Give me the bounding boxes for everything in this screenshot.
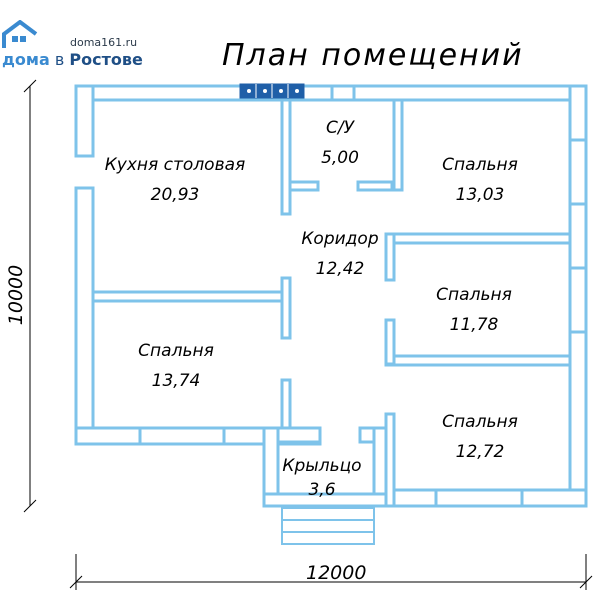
logo-site-url: doma161.ru [70, 36, 138, 49]
partition-bedroom-1-2 [384, 232, 572, 245]
corridor-wall-left-middle [280, 276, 292, 340]
room-kitchen-dining: Кухня столовая 20,93 [100, 155, 250, 205]
corridor-wall-right-upper [384, 232, 396, 282]
dimension-lines [23, 79, 593, 590]
step [281, 507, 375, 521]
room-name: Спальня [138, 341, 214, 361]
bath-wall-stub-right [356, 180, 394, 192]
logo-brand-word-3: Ростове [69, 50, 143, 69]
room-bedroom-1: Спальня 13,03 [420, 155, 540, 205]
step [281, 519, 375, 533]
room-bedroom-2: Спальня 11,78 [414, 285, 534, 335]
porch-steps [281, 507, 375, 545]
room-area: 11,78 [449, 315, 499, 335]
corridor-wall-right-middle [384, 318, 396, 366]
room-area: 3,6 [308, 480, 336, 500]
window-right-middle [568, 266, 588, 334]
room-area: 20,93 [150, 185, 200, 205]
logo-brand-word-1: дома [2, 50, 50, 69]
room-porch: Крыльцо 3,6 [270, 456, 374, 500]
room-area: 5,00 [321, 148, 359, 168]
height-tick-top [23, 79, 37, 93]
room-area: 13,03 [455, 185, 505, 205]
bath-wall-stub-left [288, 180, 320, 192]
window-right-upper [568, 138, 588, 206]
vent-dot [295, 89, 299, 93]
house-logo-icon [2, 20, 38, 48]
vent-blocks [239, 83, 305, 99]
room-bathroom: С/У 5,00 [300, 118, 380, 168]
partition-bedroom-2-3 [384, 354, 572, 367]
window-bottom-right [434, 488, 524, 508]
outer-wall-left-upper [74, 84, 95, 158]
room-name: Кухня столовая [104, 155, 246, 175]
width-tick-left [69, 575, 83, 589]
room-name: Спальня [442, 155, 518, 175]
step [281, 531, 375, 545]
room-name: Спальня [436, 285, 512, 305]
corridor-wall-left-lower [280, 378, 292, 430]
room-name: Крыльцо [282, 456, 362, 476]
vent-dot [247, 89, 251, 93]
window-bottom-left [138, 426, 226, 446]
logo-brand-word-2: в [49, 50, 70, 69]
logo: doma161.ru дома в Ростове [0, 20, 143, 80]
bath-wall-right [392, 98, 404, 192]
room-bedroom-4: Спальня 12,72 [420, 412, 540, 462]
walls [74, 84, 588, 508]
corridor-wall-right-lower [384, 412, 396, 508]
partition-kitchen-bedroom [91, 290, 291, 303]
width-dimension-label: 12000 [306, 562, 367, 584]
logo-brand: дома в Ростове [2, 50, 143, 69]
room-corridor: Коридор 12,42 [280, 229, 400, 279]
outer-wall-left-lower [74, 186, 95, 446]
room-bedroom-3: Спальня 13,74 [116, 341, 236, 391]
window-top-small [330, 84, 356, 102]
plan-title: План помещений [222, 38, 524, 73]
vent-dot [263, 89, 267, 93]
height-dimension-label: 10000 [5, 264, 28, 326]
room-name: Спальня [442, 412, 518, 432]
room-area: 12,72 [455, 442, 505, 462]
room-area: 13,74 [151, 371, 201, 391]
room-name: С/У [326, 118, 354, 138]
corridor-wall-left-upper [280, 98, 292, 216]
height-tick-bottom [23, 499, 37, 513]
width-tick-right [579, 575, 593, 589]
room-name: Коридор [301, 229, 379, 249]
vent-dot [279, 89, 283, 93]
room-area: 12,42 [315, 259, 365, 279]
